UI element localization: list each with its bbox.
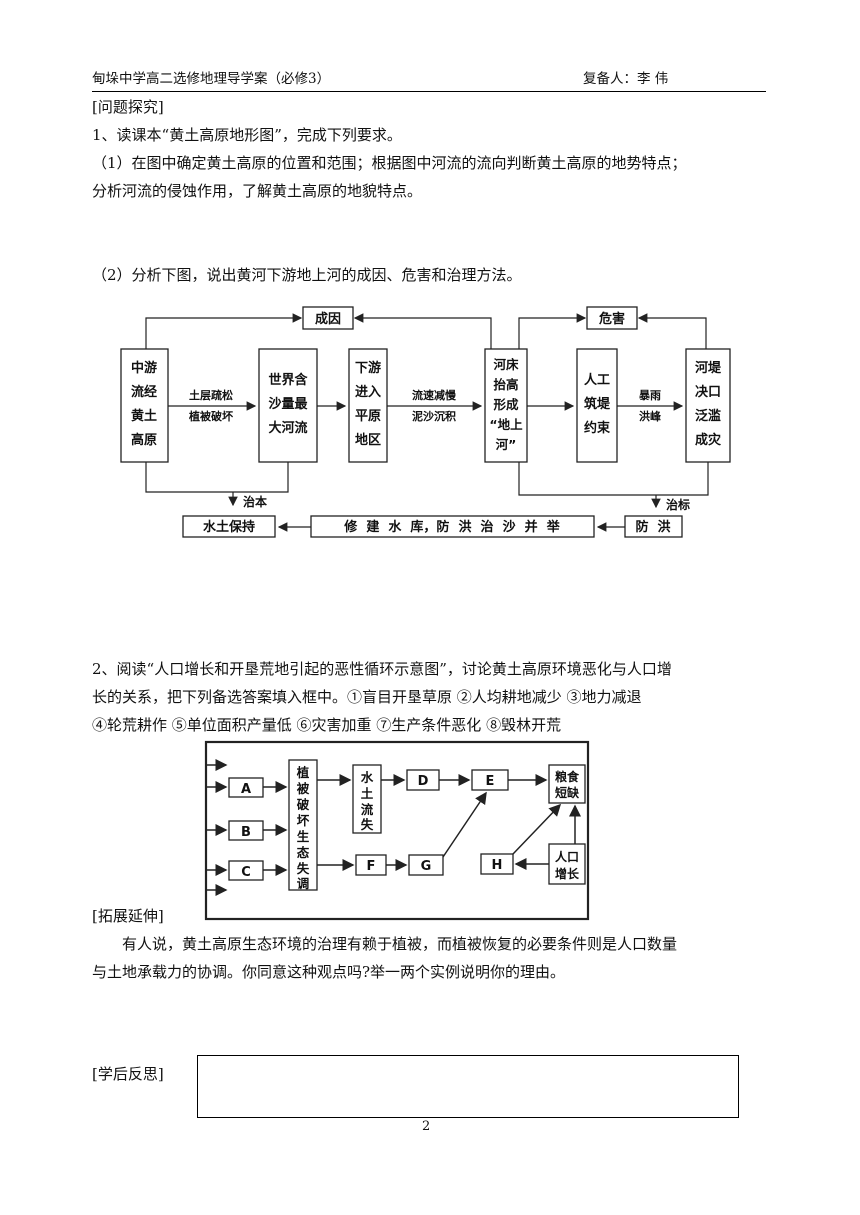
q1-sub1-line1: （1）在图中确定黄土高原的位置和范围；根据图中河流的流向判断黄土高原的地势特点； xyxy=(92,154,687,172)
extend-line1: 有人说，黄土高原生态环境的治理有赖于植被，而植被恢复的必要条件则是人口数量 xyxy=(122,935,678,953)
svg-text:流: 流 xyxy=(361,802,374,817)
header-right: 复备人：李 伟 xyxy=(583,71,669,87)
svg-text:土层疏松: 土层疏松 xyxy=(189,388,233,402)
box-soil-conservation xyxy=(182,515,276,538)
svg-text:E: E xyxy=(486,774,495,789)
svg-text:中游: 中游 xyxy=(131,360,157,376)
q1-title: 1、读课本“黄土高原地形图”，完成下列要求。 xyxy=(92,126,402,144)
svg-text:大河流: 大河流 xyxy=(268,420,307,436)
extend-line2: 与土地承载力的协调。你同意这种观点吗?举一两个实例说明你的理由。 xyxy=(92,963,566,981)
svg-text:世界含: 世界含 xyxy=(268,372,308,388)
diagram-vicious-cycle: A B C 植 被 破 坏 生 态 失 调 水 土 流 失 D E 粮食 短缺 … xyxy=(204,740,590,921)
header-left: 甸垛中学高二选修地理导学案（必修3） xyxy=(92,71,331,87)
svg-text:人口: 人口 xyxy=(555,849,579,864)
svg-text:调: 调 xyxy=(297,876,310,891)
svg-text:沙量最: 沙量最 xyxy=(268,397,308,412)
svg-text:下游: 下游 xyxy=(355,360,381,376)
svg-text:G: G xyxy=(421,859,432,874)
svg-text:植: 植 xyxy=(296,765,310,780)
svg-text:人工: 人工 xyxy=(584,372,610,388)
section-explore: [问题探究] xyxy=(92,98,164,116)
svg-text:植被破坏: 植被破坏 xyxy=(188,409,233,423)
svg-text:约束: 约束 xyxy=(584,420,611,436)
svg-text:生: 生 xyxy=(297,829,310,844)
q2-line1: 2、阅读“人口增长和开垦荒地引起的恶性循环示意图”，讨论黄土高原环境恶化与人口增 xyxy=(92,660,672,678)
svg-text:A: A xyxy=(241,782,251,797)
svg-text:增长: 增长 xyxy=(555,866,580,881)
diagram-yellow-river: 成因 危害 中游 流经 黄土 高原 土层疏松 植被破坏 世界含 沙量最 大河流 … xyxy=(120,306,731,538)
svg-text:高原: 高原 xyxy=(131,432,157,448)
svg-text:进入: 进入 xyxy=(355,385,381,400)
q2-line2: 长的关系，把下列备选答案填入框中。①盲目开垦草原 ②人均耕地减少 ③地力减退 xyxy=(92,688,642,706)
svg-text:“地上: “地上 xyxy=(489,417,523,432)
svg-text:防 洪: 防 洪 xyxy=(635,519,670,535)
svg-text:形成: 形成 xyxy=(493,397,519,412)
box-g xyxy=(408,854,444,876)
svg-text:F: F xyxy=(367,859,376,874)
svg-text:H: H xyxy=(492,858,503,873)
cause-label: 成因 xyxy=(315,311,341,327)
box-soil-loss xyxy=(352,764,382,834)
box-artificial-dike xyxy=(576,348,618,463)
box-vegetation-damage xyxy=(288,759,318,891)
svg-text:失: 失 xyxy=(297,861,310,876)
q1-sub2: （2）分析下图，说出黄河下游地上河的成因、危害和治理方法。 xyxy=(92,266,522,284)
box-food-shortage xyxy=(548,764,586,804)
svg-text:河堤: 河堤 xyxy=(695,360,722,376)
svg-text:坏: 坏 xyxy=(297,813,310,828)
cause-label-box xyxy=(302,306,354,330)
svg-text:地区: 地区 xyxy=(355,432,381,448)
section-reflect: [学后反思] xyxy=(92,1065,164,1083)
box-dike-breach xyxy=(685,348,731,463)
box-population-growth xyxy=(548,843,586,885)
svg-text:水: 水 xyxy=(361,770,374,785)
q2-line3: ④轮荒耕作 ⑤单位面积产量低 ⑥灾害加重 ⑦生产条件恶化 ⑧毁林开荒 xyxy=(92,716,562,734)
svg-text:B: B xyxy=(241,825,251,840)
svg-text:态: 态 xyxy=(297,845,310,860)
label-zhibiao: 治标 xyxy=(666,497,690,512)
header-rule xyxy=(92,91,766,92)
reflection-input-box[interactable] xyxy=(197,1055,739,1118)
harm-label-box xyxy=(586,306,638,330)
svg-text:短缺: 短缺 xyxy=(555,785,580,800)
svg-text:河床: 河床 xyxy=(493,357,519,372)
svg-text:水土保持: 水土保持 xyxy=(203,519,255,535)
svg-text:失: 失 xyxy=(361,817,374,832)
box-sediment-river xyxy=(258,348,318,463)
svg-text:粮食: 粮食 xyxy=(555,769,580,784)
svg-text:D: D xyxy=(418,774,429,789)
box-midstream xyxy=(120,348,169,463)
q1-sub1-line2: 分析河流的侵蚀作用，了解黄土高原的地貌特点。 xyxy=(92,182,423,200)
box-h xyxy=(480,853,514,875)
label-zhiben: 治本 xyxy=(243,494,267,509)
svg-text:河”: 河” xyxy=(496,437,517,452)
svg-text:泥沙沉积: 泥沙沉积 xyxy=(412,409,456,423)
svg-text:流经: 流经 xyxy=(131,384,157,400)
svg-text:被: 被 xyxy=(297,781,310,796)
svg-text:筑堤: 筑堤 xyxy=(584,396,611,412)
harm-label: 危害 xyxy=(599,311,625,327)
svg-text:C: C xyxy=(241,865,251,880)
svg-text:平原: 平原 xyxy=(355,409,381,424)
svg-text:抬高: 抬高 xyxy=(493,377,518,392)
section-extend: [拓展延伸] xyxy=(92,907,164,925)
svg-text:决口: 决口 xyxy=(695,384,721,400)
box-suspended-river xyxy=(484,348,528,463)
svg-text:暴雨: 暴雨 xyxy=(638,389,661,402)
svg-text:流速减慢: 流速减慢 xyxy=(412,388,457,402)
page-number: 2 xyxy=(422,1119,431,1134)
svg-text:泛滥: 泛滥 xyxy=(695,408,721,424)
svg-text:洪峰: 洪峰 xyxy=(639,409,662,423)
svg-text:成灾: 成灾 xyxy=(695,432,722,448)
svg-text:修 建 水 库，防 洪 治 沙 并 举: 修 建 水 库，防 洪 治 沙 并 举 xyxy=(343,519,560,535)
svg-text:黄土: 黄土 xyxy=(131,408,157,424)
svg-text:破: 破 xyxy=(297,797,310,812)
svg-text:土: 土 xyxy=(361,786,374,801)
